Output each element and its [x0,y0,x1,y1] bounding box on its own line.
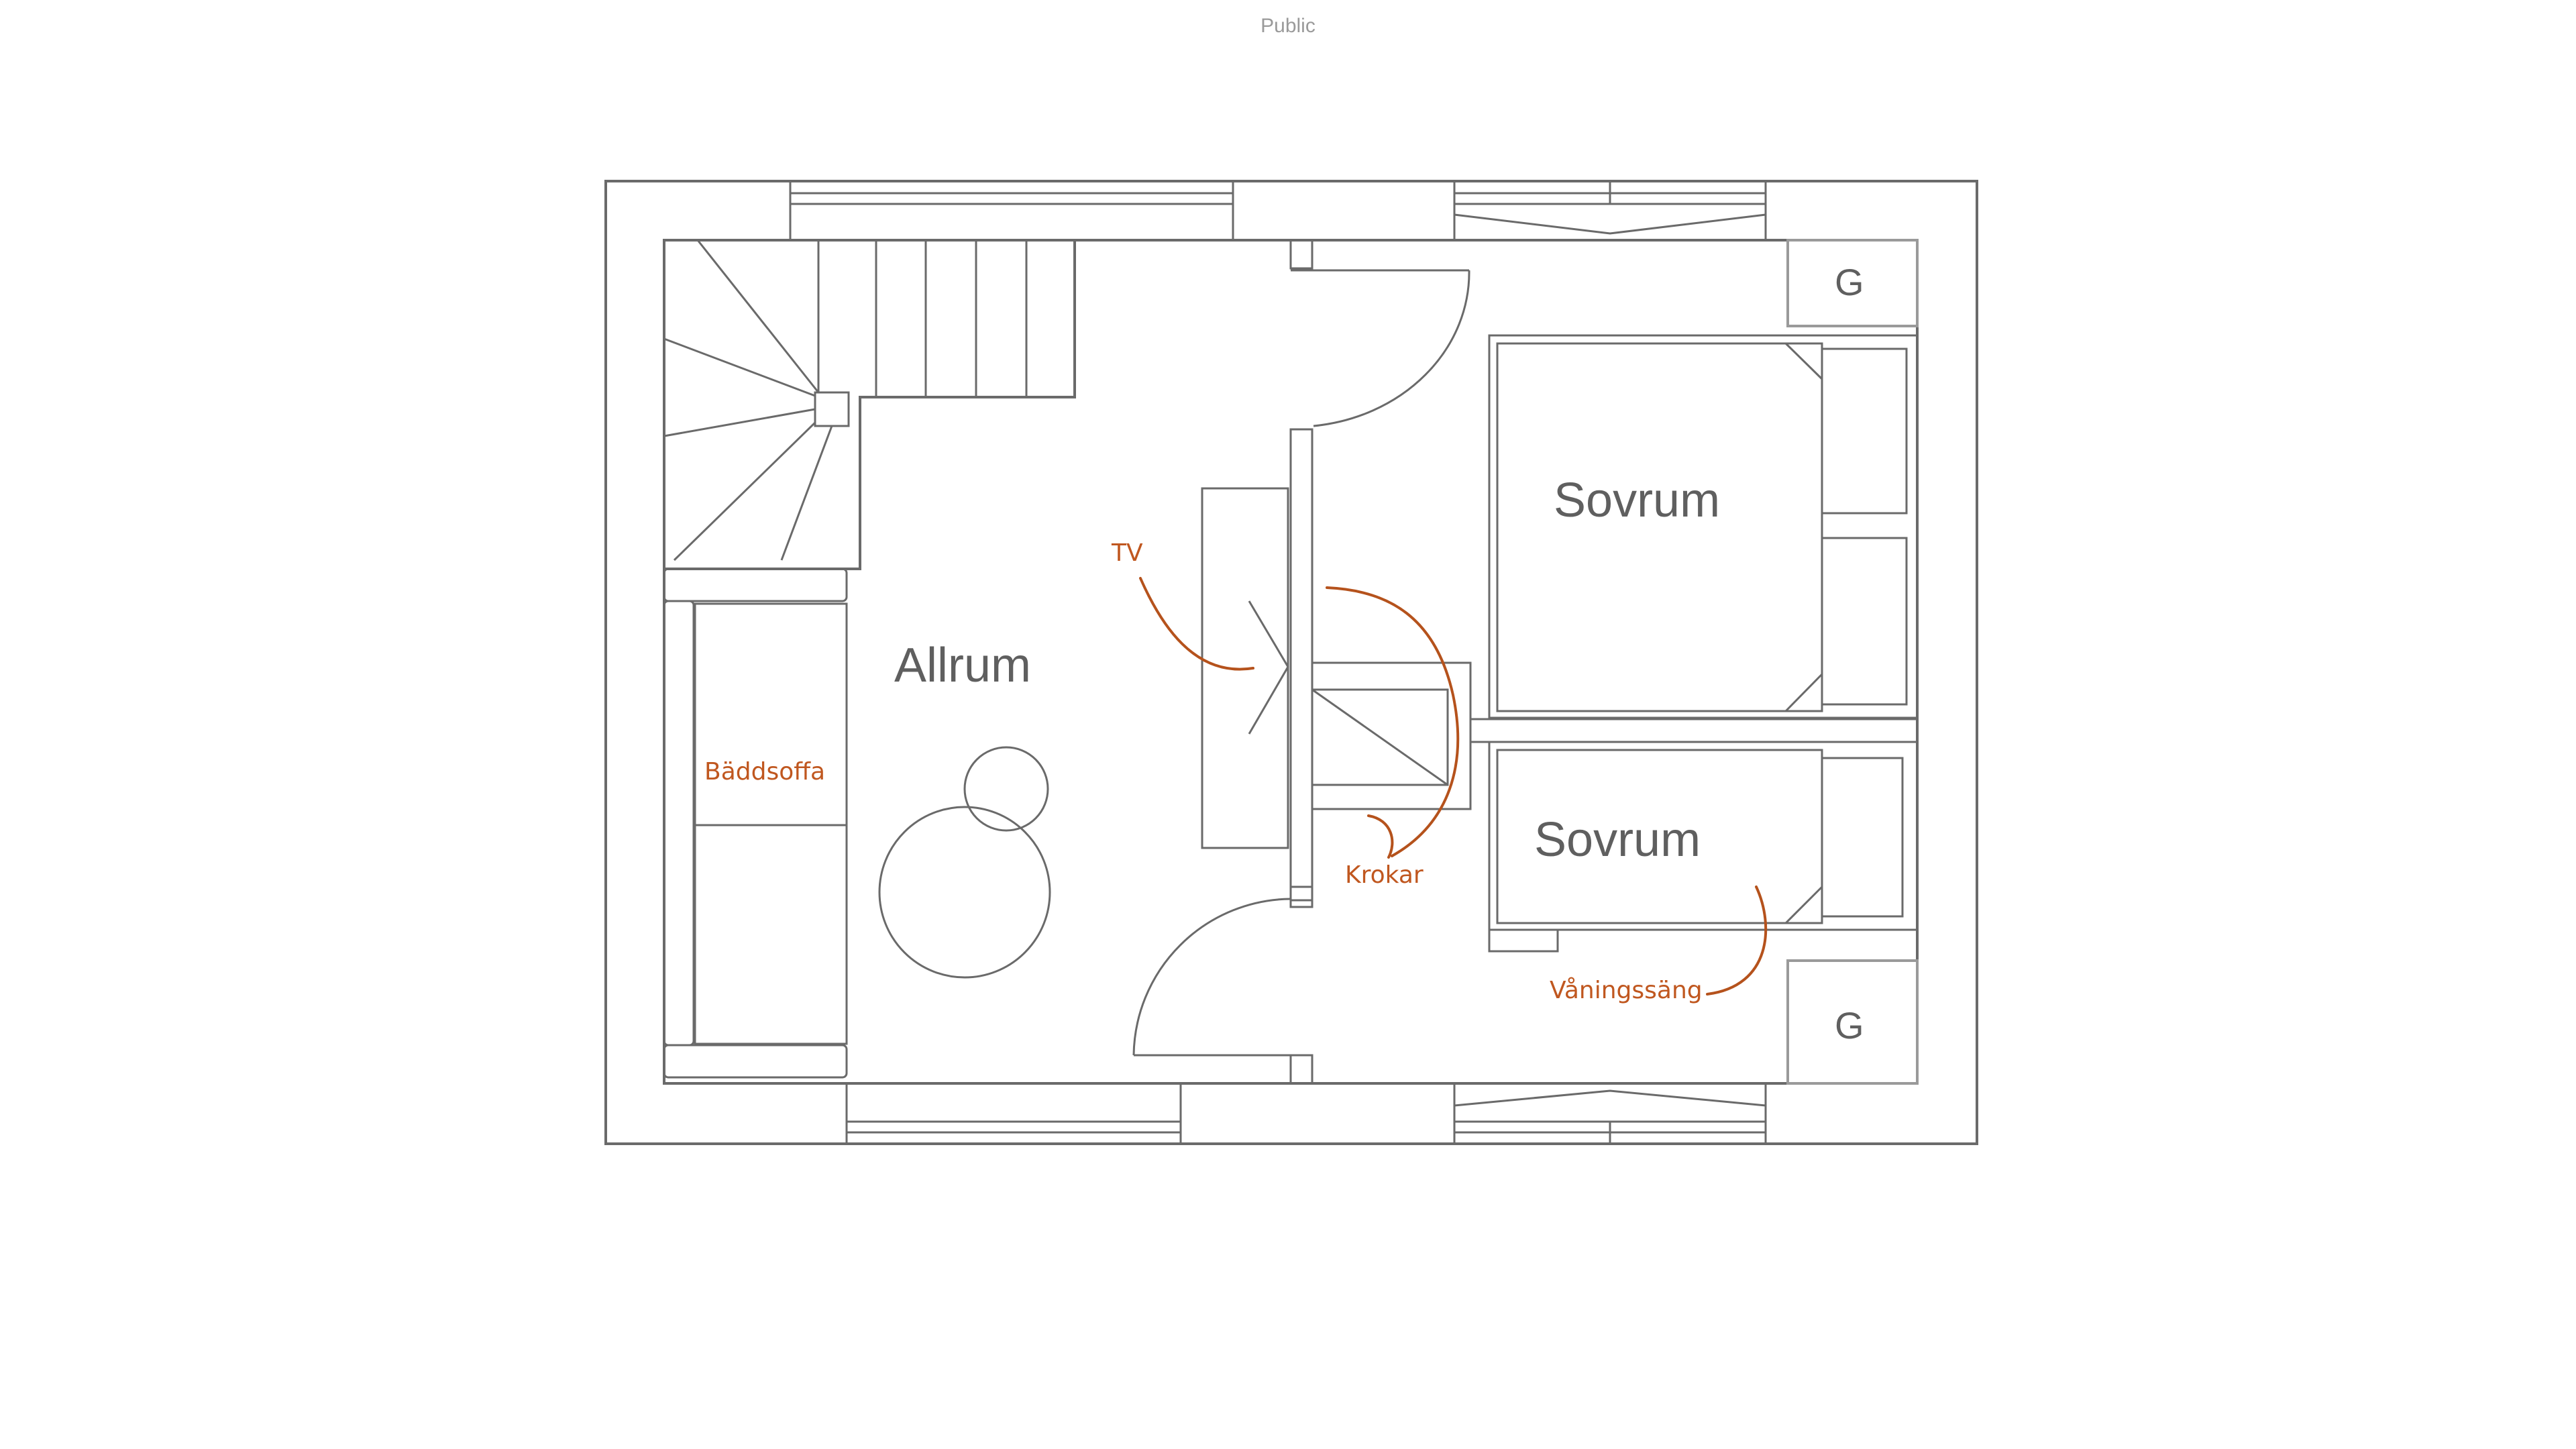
staircase [663,239,1076,570]
sofa-bed [663,568,848,1079]
window-top-left [789,180,1234,241]
room-label-living: Allrum [894,639,1031,692]
annotation-bunk-bed: Våningssäng [1550,977,1703,1004]
double-bed [1488,334,1919,719]
hooks-niche [1311,661,1472,810]
hooks-leader-line-short [1367,814,1394,859]
classification-label: Public [1260,15,1316,37]
tv-leader-line [1139,577,1254,671]
window-bottom-left [845,1082,1182,1145]
bunk-leader-line [1706,885,1768,996]
wardrobe-label-bottom: G [1835,1004,1864,1046]
round-table [878,806,1051,979]
door-bottom [1132,885,1313,1085]
annotation-sofa-bed: Bäddsoffa [704,758,825,786]
wardrobe-bottom [1786,959,1919,1085]
stool [963,746,1049,832]
wardrobe-label-top: G [1835,261,1864,303]
outer-wall [604,180,1978,1145]
annotation-hooks: Krokar [1345,861,1424,889]
bunk-bed [1488,741,1919,953]
center-wall [1289,428,1313,908]
window-bottom-right [1453,1082,1767,1145]
window-top-right [1453,180,1767,241]
tv-screen [1248,600,1289,735]
room-label-bedroom-2: Sovrum [1534,813,1701,867]
hooks-leader-line-main [1326,586,1460,857]
door-top [1289,239,1470,427]
wardrobe-top [1786,239,1919,327]
annotation-tv: TV [1111,539,1143,567]
room-label-bedroom-1: Sovrum [1554,474,1720,527]
